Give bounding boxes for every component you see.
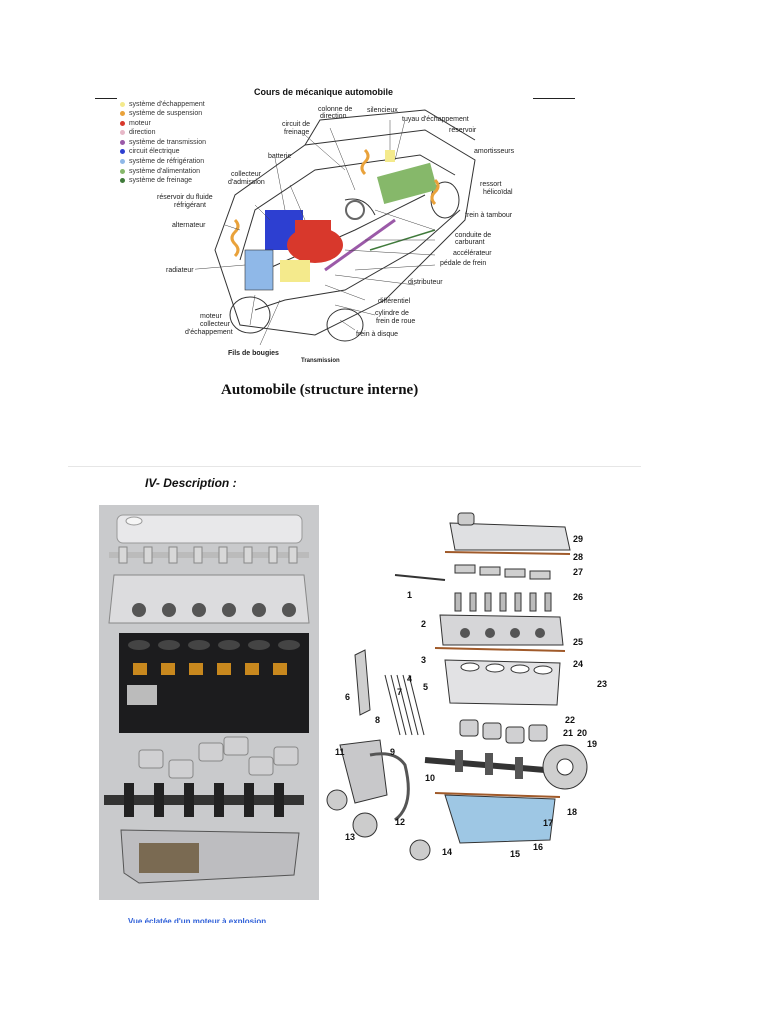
callout-radiateur: radiateur — [166, 267, 194, 274]
legend-item: direction — [120, 129, 155, 137]
callout-distributeur: distributeur — [408, 279, 443, 286]
part-number-label: 1 — [407, 590, 412, 600]
callout-moteur: moteur — [200, 313, 222, 320]
part-number-label: 19 — [587, 739, 597, 749]
part-number-label: 6 — [345, 692, 350, 702]
legend-item: système d'alimentation — [120, 168, 200, 176]
legend-label: système de réfrigération — [129, 158, 205, 165]
callout-tuyau: tuyau d'échappement — [402, 116, 469, 123]
part-number-label: 23 — [597, 679, 607, 689]
callout-direction: direction — [320, 113, 347, 120]
legend-item: circuit électrique — [120, 148, 180, 156]
legend-label: système de suspension — [129, 110, 203, 117]
legend-item: système de réfrigération — [120, 158, 204, 166]
legend-swatch — [120, 101, 125, 107]
legend-label: circuit électrique — [129, 148, 180, 155]
callout-frein-disque: frein à disque — [356, 331, 399, 338]
engine-parts-illustration — [104, 514, 310, 884]
callout-refrigerant: réfrigérant — [174, 202, 206, 209]
part-number-label: 10 — [425, 773, 435, 783]
part-number-label: 26 — [573, 592, 583, 602]
legend-label: système d'échappement — [129, 101, 205, 108]
callout-ressort: ressort — [480, 181, 502, 188]
figure-title: Cours de mécanique automobile — [254, 87, 394, 97]
part-number-label: 13 — [345, 832, 355, 842]
callout-conduite: conduite de — [455, 232, 492, 239]
header-rule-left — [95, 98, 117, 99]
photo-caption: Vue éclatée d'un moteur à explosion — [128, 917, 267, 923]
legend-item: système de suspension — [120, 110, 202, 118]
car-cutaway-illustration — [195, 109, 476, 346]
callout-collecteur-admission: collecteur — [231, 171, 261, 178]
part-number-label: 3 — [421, 655, 426, 665]
part-number-label: 11 — [335, 747, 345, 757]
callout-accelerateur: accélérateur — [453, 250, 492, 257]
callout-reservoir: réservoir — [449, 127, 477, 134]
part-number-label: 2 — [421, 619, 426, 629]
legend-swatch — [120, 168, 125, 174]
callout-helicoidal: hélicoïdal — [483, 189, 513, 196]
part-number-label: 9 — [390, 747, 395, 757]
legend-swatch — [120, 110, 125, 116]
part-number-label: 5 — [423, 682, 428, 692]
callout-collecteur-echappement: collecteur — [200, 321, 230, 328]
callout-transmission: Transmission — [301, 358, 340, 364]
legend-item: système de freinage — [120, 177, 192, 185]
part-number-label: 21 — [563, 728, 573, 738]
section-heading: IV- Description : — [145, 476, 237, 490]
part-number-label: 25 — [573, 637, 583, 647]
part-number-label: 17 — [543, 818, 553, 828]
legend-swatch — [120, 120, 125, 126]
part-number-label: 24 — [573, 659, 583, 669]
callout-amortisseurs: amortisseurs — [474, 148, 515, 155]
legend-item: système de transmission — [120, 139, 206, 147]
callout-pedale: pédale de frein — [440, 260, 487, 267]
legend-label: système de transmission — [129, 139, 207, 146]
callout-carburant: carburant — [455, 239, 485, 246]
legend-label: système de freinage — [129, 177, 193, 184]
part-number-label: 16 — [533, 842, 543, 852]
callout-alternateur: alternateur — [172, 222, 206, 229]
callout-echappement: d'échappement — [185, 329, 233, 336]
part-number-label: 18 — [567, 807, 577, 817]
part-number-label: 27 — [573, 567, 583, 577]
legend-label: direction — [129, 129, 156, 136]
callout-differentiel: différentiel — [378, 298, 411, 305]
section-divider — [68, 466, 641, 467]
part-number-label: 14 — [442, 847, 452, 857]
figure-caption: Automobile (structure interne) — [221, 382, 419, 398]
legend-swatch — [120, 177, 125, 183]
legend-swatch — [120, 139, 125, 145]
callout-cylindre: cylindre de — [375, 310, 409, 317]
legend-item: moteur — [120, 120, 151, 128]
callout-reservoir-fluide: réservoir du fluide — [157, 194, 213, 201]
callout-admission: d'admission — [228, 179, 265, 186]
legend-swatch — [120, 158, 125, 164]
legend-swatch — [120, 148, 125, 154]
callout-colonne: colonne de — [318, 106, 353, 113]
legend-swatch — [120, 129, 125, 135]
part-number-label: 15 — [510, 849, 520, 859]
legend-item: système d'échappement — [120, 101, 205, 109]
callout-frein-tambour: frein à tambour — [465, 212, 513, 219]
part-number-label: 22 — [565, 715, 575, 725]
callout-frein-roue: frein de roue — [376, 318, 416, 325]
part-number-label: 29 — [573, 534, 583, 544]
callout-fils-bougies: Fils de bougies — [228, 350, 279, 357]
part-number-label: 20 — [577, 728, 587, 738]
engine-parts-photo — [99, 505, 319, 900]
callout-freinage: freinage — [284, 129, 310, 136]
part-number-label: 8 — [375, 715, 380, 725]
callout-silencieux: silencieux — [367, 107, 398, 114]
part-number-label: 12 — [395, 817, 405, 827]
legend-label: système d'alimentation — [129, 168, 200, 175]
part-number-label: 7 — [397, 687, 402, 697]
header-rule-right — [533, 98, 575, 99]
callout-batterie: batterie — [268, 153, 292, 160]
legend-label: moteur — [129, 120, 151, 127]
callout-circuit: circuit de — [282, 121, 311, 128]
part-number-label: 28 — [573, 552, 583, 562]
part-number-label: 4 — [407, 674, 412, 684]
